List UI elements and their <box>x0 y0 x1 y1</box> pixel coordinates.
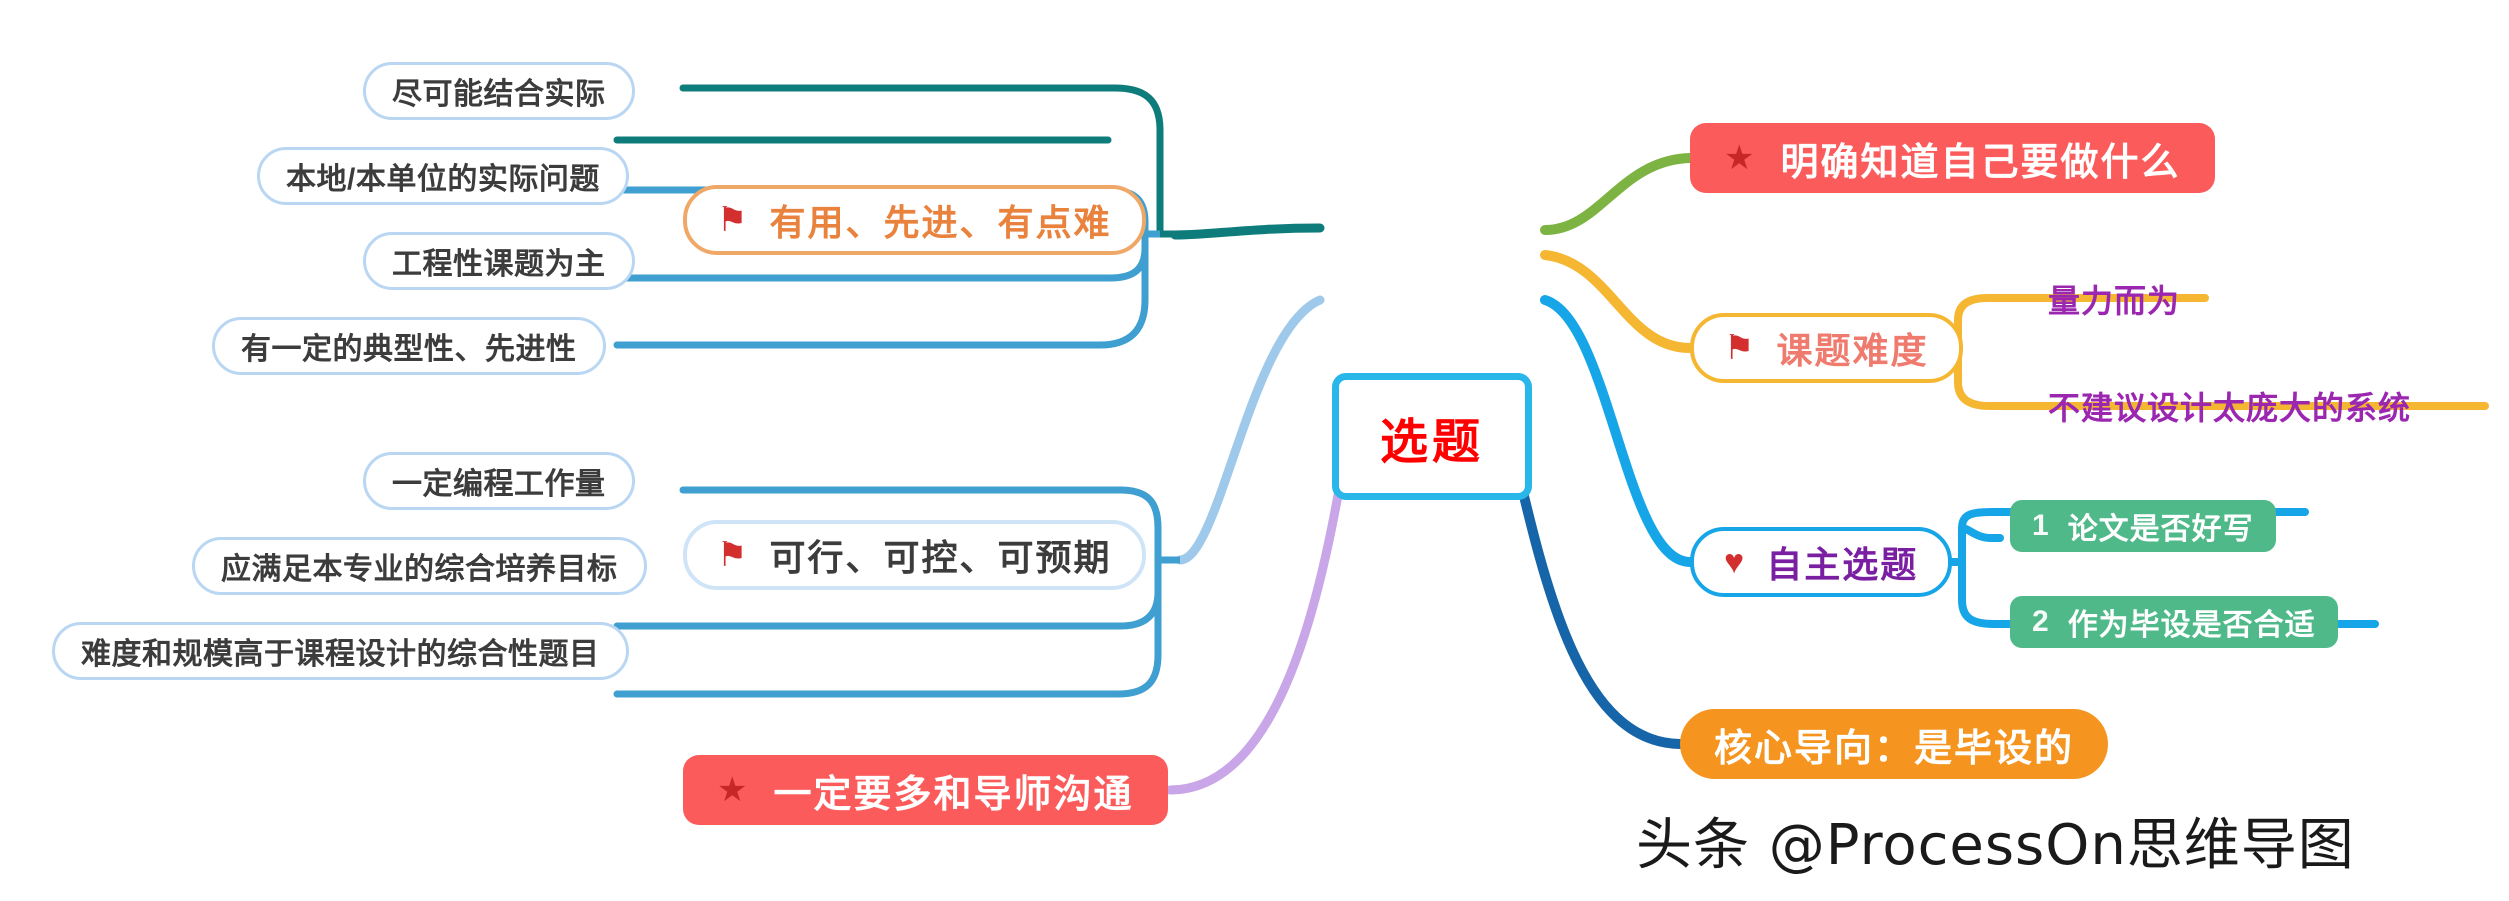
node-talk-to-advisor[interactable]: ★ 一定要多和导师沟通 <box>683 755 1168 825</box>
leaf-difficulty-scale[interactable]: 难度和规模高于课程设计的综合性题目 <box>52 622 629 680</box>
branch-feasible[interactable]: ⚑ 可行、可控、可预期 <box>683 520 1146 590</box>
flag-icon: ⚑ <box>717 201 750 239</box>
node-do-what-you-can[interactable]: 量力而为 <box>2040 275 2188 323</box>
chip-label: 作为毕设是否合适 <box>2067 609 2316 642</box>
chip-label: 论文是否好写 <box>2067 513 2254 546</box>
chip-suitable-for-thesis[interactable]: 2 作为毕设是否合适 <box>2010 596 2338 648</box>
leaf-practical[interactable]: 尽可能结合实际 <box>363 62 635 120</box>
node-label: 不建议设计太庞大的系统 <box>2048 390 2412 426</box>
leaf-label: 应满足本专业的综合培养目标 <box>221 553 618 586</box>
flag-icon: ⚑ <box>717 536 750 574</box>
leaf-label: 本地/本单位的实际问题 <box>286 163 600 196</box>
leaf-programming-workload[interactable]: 一定编程工作量 <box>363 452 635 510</box>
branch-self-chosen-label: 自主选题 <box>1766 544 1919 585</box>
node-core-direction[interactable]: 核心导向：是毕设的 <box>1680 709 2109 779</box>
node-avoid-large-system[interactable]: 不建议设计太庞大的系统 <box>2040 382 2419 430</box>
leaf-label: 有一定的典型性、先进性 <box>241 333 577 366</box>
branch-useful-label: 有用、先进、有点难 <box>769 202 1112 243</box>
node-label: 量力而为 <box>2048 283 2181 319</box>
leaf-label: 工程性课题为主 <box>392 248 606 281</box>
chip-number: 1 <box>2032 509 2050 542</box>
leaf-training-goals[interactable]: 应满足本专业的综合培养目标 <box>192 537 647 595</box>
star-icon: ★ <box>1724 139 1757 177</box>
chip-paper-easy-to-write[interactable]: 1 论文是否好写 <box>2010 500 2276 552</box>
branch-difficulty[interactable]: ⚑ 课题难度 <box>1690 313 1963 383</box>
node-core-direction-label: 核心导向：是毕设的 <box>1714 727 2075 770</box>
leaf-local-unit-problem[interactable]: 本地/本单位的实际问题 <box>257 147 629 205</box>
flag-icon: ⚑ <box>1724 329 1757 367</box>
node-know-what-to-do[interactable]: ★ 明确知道自己要做什么 <box>1690 123 2215 193</box>
chip-number: 2 <box>2032 605 2050 638</box>
branch-useful[interactable]: ⚑ 有用、先进、有点难 <box>683 185 1146 255</box>
root-label: 选题 <box>1379 415 1484 469</box>
leaf-engineering-topic[interactable]: 工程性课题为主 <box>363 232 635 290</box>
star-icon: ★ <box>717 771 750 809</box>
root-node[interactable]: 选题 <box>1332 373 1532 500</box>
branch-self-chosen[interactable]: ♥ 自主选题 <box>1690 527 1953 597</box>
watermark: 头条 @ProcessOn思维导图 <box>1636 813 2355 878</box>
leaf-label: 一定编程工作量 <box>392 468 606 501</box>
branch-feasible-label: 可行、可控、可预期 <box>769 537 1112 578</box>
leaf-label: 难度和规模高于课程设计的综合性题目 <box>81 638 600 671</box>
branch-difficulty-label: 课题难度 <box>1776 330 1929 371</box>
heart-icon: ♥ <box>1724 543 1747 581</box>
leaf-label: 尽可能结合实际 <box>392 78 606 111</box>
node-know-what-to-do-label: 明确知道自己要做什么 <box>1780 141 2181 184</box>
leaf-typical-advanced[interactable]: 有一定的典型性、先进性 <box>212 317 606 375</box>
node-talk-to-advisor-label: 一定要多和导师沟通 <box>773 773 1134 816</box>
